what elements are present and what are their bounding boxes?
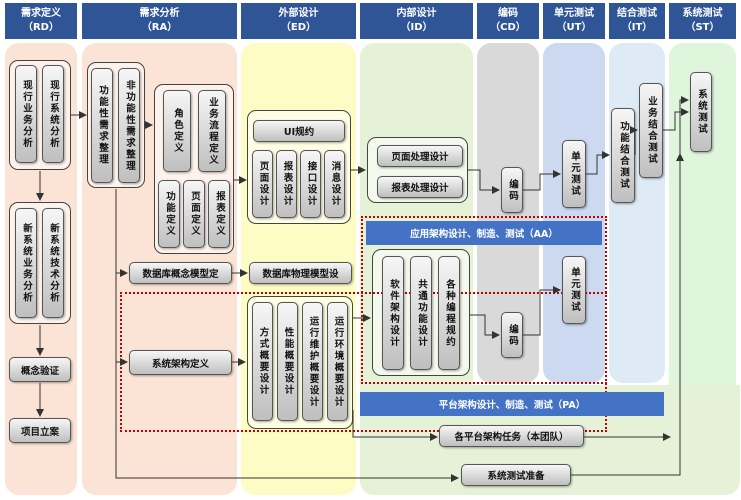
header-cd-code: （CD） (490, 22, 526, 33)
line-prep-to-st (571, 153, 684, 476)
system-test-preparation: 系统测试准备 (461, 464, 571, 486)
pa-bar: 平台架构设计、制造、测试（PA） (360, 392, 664, 416)
ui-spec: UI规约 (253, 120, 345, 142)
header-rd: 需求定义 （RD） (5, 3, 77, 39)
common-function-design: 共通功能设计 (410, 256, 432, 370)
header-cd-title: 编码 (498, 8, 518, 19)
unit-test-lower: 单元测试 (562, 256, 586, 324)
system-architecture-definition: 系统架构定义 (129, 350, 232, 375)
platform-architecture-task: 各平台架构任务（本团队） (439, 425, 584, 447)
concept-verification: 概念验证 (9, 357, 71, 382)
arrow-id-proc-to-coding (468, 169, 500, 194)
report-process-design: 报表处理设计 (377, 176, 463, 198)
page-process-design: 页面处理设计 (377, 145, 463, 167)
arrow-unit-to-func-int (586, 151, 610, 175)
header-rd-code: （RD） (22, 22, 59, 33)
project-initiation: 项目立案 (9, 418, 71, 443)
unit-test-upper: 单元测试 (562, 140, 586, 208)
business-integration-test: 业务结合测试 (639, 83, 663, 178)
page-definition: 页面定义 (183, 180, 205, 248)
software-architecture-design: 软件架构设计 (382, 256, 404, 370)
ops-outline-design: 运行维护概要设计 (302, 302, 323, 421)
line-ed-arch-to-pa (352, 410, 438, 441)
arrow-coding-to-unit-upper (523, 170, 561, 191)
nonfunctional-requirements: 非功能性需求整理 (118, 68, 140, 183)
arrow-func-int-to-biz-int (630, 126, 638, 155)
header-ra: 需求分析 （RA） (82, 3, 237, 39)
line-ra-trunk (115, 189, 459, 482)
header-ra-title: 需求分析 (139, 8, 180, 19)
interface-design: 接口设计 (300, 150, 321, 218)
header-it: 结合测试 （IT） (609, 3, 665, 39)
coding-standards: 各种编程规约 (438, 256, 460, 370)
header-ed-code: （ED） (280, 22, 317, 33)
coding-lower: 编码 (501, 312, 523, 358)
header-ut: 单元测试 （UT） (543, 3, 605, 39)
header-id-code: （ID） (400, 22, 433, 33)
header-ut-title: 单元测试 (554, 8, 594, 19)
current-business-analysis: 现行业务分析 (15, 65, 37, 163)
header-id-title: 内部设计 (396, 8, 437, 19)
system-test: 系统测试 (690, 72, 712, 152)
header-st-title: 系统测试 (682, 8, 723, 19)
header-rd-title: 需求定义 (21, 8, 61, 19)
role-definition: 角色定义 (163, 90, 191, 172)
line-st-up (679, 96, 689, 154)
performance-outline-design: 性能概要设计 (277, 302, 298, 421)
header-st-code: （ST） (685, 22, 720, 33)
function-integration-test: 功能结合测试 (611, 108, 635, 203)
header-it-title: 结合测试 (617, 8, 657, 19)
report-design: 报表设计 (276, 150, 297, 218)
aa-bar: 应用架构设计、制造、测试（AA） (366, 221, 602, 245)
functional-requirements: 功能性需求整理 (91, 68, 113, 183)
header-st: 系统测试 （ST） (669, 3, 736, 39)
current-system-analysis: 现行系统分析 (42, 65, 64, 163)
header-cd: 编码 （CD） (477, 3, 539, 39)
header-ra-code: （RA） (141, 22, 178, 33)
arrow-aa-to-coding (470, 314, 500, 339)
header-ed: 外部设计 （ED） (241, 3, 356, 39)
db-physical-model: 数据库物理模型设 (249, 262, 352, 284)
report-definition: 报表定义 (208, 180, 230, 248)
header-ed-title: 外部设计 (278, 8, 319, 19)
mode-outline-design: 方式概要设计 (252, 302, 273, 421)
header-id: 内部设计 （ID） (360, 3, 473, 39)
coding-upper: 编码 (501, 167, 523, 213)
ut-column-bg (543, 43, 605, 383)
header-it-code: （IT） (621, 22, 653, 33)
business-flow-definition: 业务流程定义 (198, 90, 226, 172)
function-definition: 功能定义 (158, 180, 180, 248)
env-outline-design: 运行环境概要设计 (327, 302, 348, 421)
arrow-coding-to-unit-lower (523, 286, 561, 336)
message-design: 消息设计 (324, 150, 345, 218)
db-concept-model: 数据库概念模型定 (129, 262, 232, 284)
new-business-analysis: 新系统业务分析 (15, 208, 37, 318)
header-ut-code: （UT） (556, 22, 592, 33)
page-design: 页面设计 (252, 150, 273, 218)
new-tech-analysis: 新系统技术分析 (42, 208, 64, 318)
arrow-biz-int-to-sys-test (663, 108, 689, 131)
